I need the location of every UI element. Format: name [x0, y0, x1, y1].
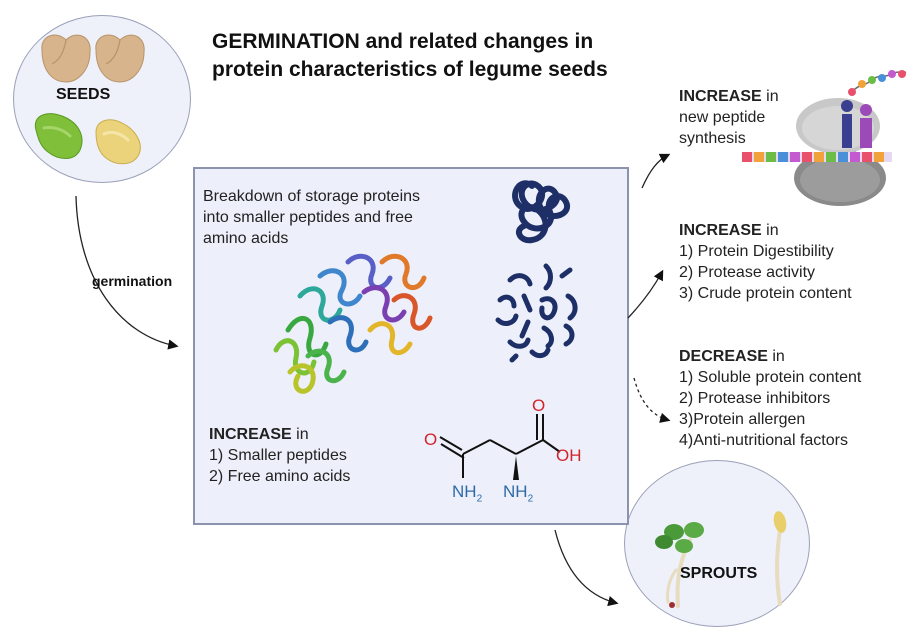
amide-nh: NH	[452, 482, 477, 501]
chickpea-icon	[95, 34, 145, 83]
increase-item: 2) Protease activity	[679, 264, 816, 281]
amide-nh2-label: NH2	[452, 482, 482, 504]
box-description: Breakdown of storage proteins into small…	[203, 186, 420, 249]
hydroxyl-label: OH	[556, 446, 582, 466]
increase-heading-bold: INCREASE	[679, 222, 762, 239]
title-line-2: protein characteristics of legume seeds	[212, 58, 608, 81]
synthesis-heading-suffix: in	[761, 88, 779, 105]
germination-arrow	[75, 195, 179, 350]
increase-list: INCREASE in 1) Protein Digestibility 2) …	[679, 220, 852, 304]
sprout-icon	[655, 511, 787, 608]
box-increase-heading-suffix: in	[291, 426, 309, 443]
amine-nh2-label: NH2	[503, 482, 533, 504]
arrow-to-decrease	[633, 377, 671, 423]
box-description-line: amino acids	[203, 230, 289, 247]
chickpea-icon	[41, 34, 91, 83]
box-increase-heading: INCREASE in	[209, 424, 350, 445]
peptide-coil-icon	[512, 180, 571, 244]
asparagine-structure	[439, 414, 561, 478]
decrease-item: 1) Soluble protein content	[679, 369, 862, 386]
decrease-heading: DECREASE in	[679, 346, 861, 367]
decrease-list: DECREASE in 1) Soluble protein content 2…	[679, 346, 861, 451]
decrease-item: 2) Protease inhibitors	[679, 390, 831, 407]
synthesis-heading-bold: INCREASE	[679, 88, 762, 105]
page-title: GERMINATION and related changes in prote…	[212, 28, 682, 84]
sprouts-label: SPROUTS	[680, 565, 758, 582]
box-increase-item: 1) Smaller peptides	[209, 447, 347, 464]
box-description-line: Breakdown of storage proteins	[203, 188, 421, 205]
arrow-to-synthesis	[641, 153, 671, 189]
amide-sub: 2	[476, 493, 483, 505]
arrow-to-sprouts	[554, 529, 619, 607]
green-bean-icon	[34, 113, 83, 159]
box-increase-heading-bold: INCREASE	[209, 426, 292, 443]
yellow-bean-icon	[95, 119, 141, 165]
arrow-to-increase	[627, 269, 664, 319]
amine-nh: NH	[503, 482, 528, 501]
ribosome-icon	[742, 70, 907, 206]
protein-ribbon-icon	[273, 253, 433, 394]
synthesis-line: synthesis	[679, 130, 746, 147]
increase-heading-suffix: in	[761, 222, 779, 239]
increase-synthesis-text: INCREASE in new peptide synthesis	[679, 86, 779, 149]
increase-item: 1) Protein Digestibility	[679, 243, 834, 260]
decrease-heading-bold: DECREASE	[679, 348, 768, 365]
oxygen-top-label: O	[532, 396, 546, 415]
oxygen-left-label: O	[424, 430, 438, 449]
hydroxyl-o: OH	[556, 446, 582, 465]
box-increase-item: 2) Free amino acids	[209, 468, 351, 485]
seeds-label: SEEDS	[56, 86, 111, 103]
synthesis-line: new peptide	[679, 109, 766, 126]
box-description-line: into smaller peptides and free	[203, 209, 413, 226]
title-line-1: GERMINATION and related changes in	[212, 30, 594, 53]
decrease-item: 3)Protein allergen	[679, 411, 806, 428]
amine-sub: 2	[527, 493, 534, 505]
wedge-bond	[513, 456, 519, 480]
box-increase-list: INCREASE in 1) Smaller peptides 2) Free …	[209, 424, 350, 487]
peptide-fragments-icon	[495, 263, 578, 363]
decrease-item: 4)Anti-nutritional factors	[679, 432, 848, 449]
decrease-heading-suffix: in	[767, 348, 785, 365]
increase-heading: INCREASE in	[679, 220, 852, 241]
germination-label: germination	[92, 273, 173, 289]
increase-item: 3) Crude protein content	[679, 285, 852, 302]
synthesis-heading: INCREASE in	[679, 86, 779, 107]
